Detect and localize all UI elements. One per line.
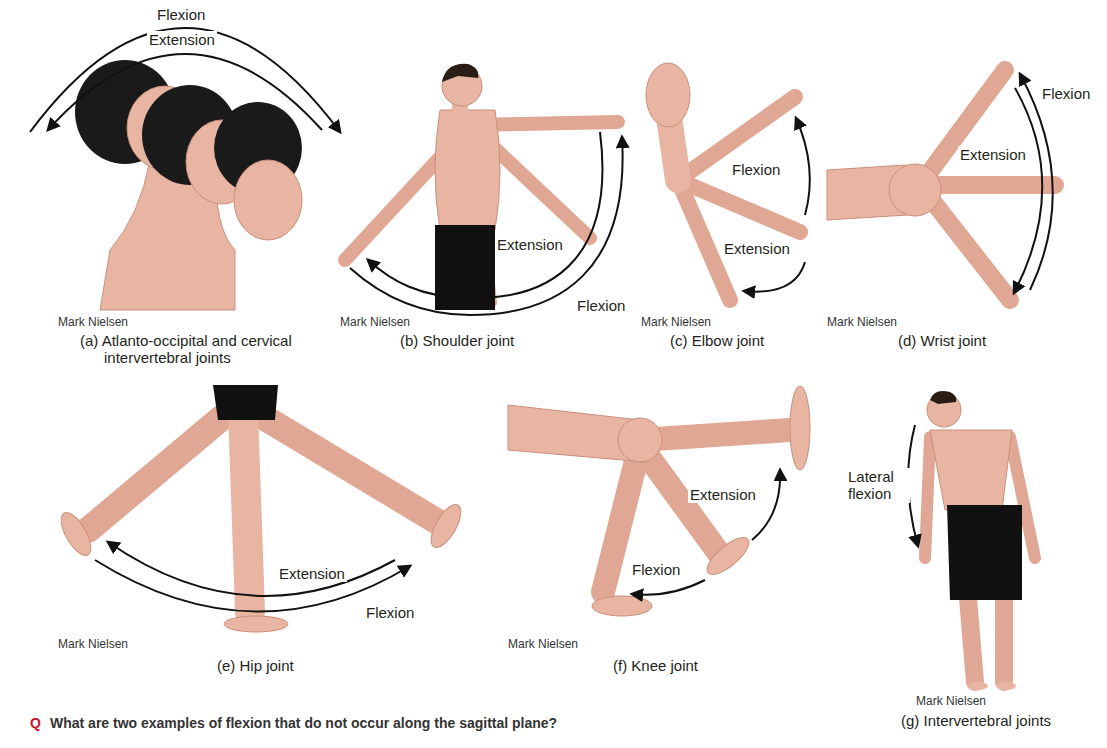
leg [968, 598, 975, 682]
foot [702, 532, 755, 581]
extension-arc [744, 262, 805, 292]
hair [442, 64, 478, 82]
knee-figure [508, 386, 810, 616]
shorts [947, 505, 1022, 600]
lower-leg [640, 430, 790, 440]
arrow-label: Flexion [730, 161, 782, 178]
arrow-label: Flexion [155, 6, 207, 23]
flexion-arc [95, 560, 410, 612]
extension-arc [752, 470, 780, 540]
arrow-label: Extension [722, 240, 792, 257]
photo-credit: Mark Nielsen [340, 316, 410, 330]
arrow-label: Extension [688, 486, 758, 503]
face-flexed [234, 160, 302, 240]
knee [618, 418, 662, 462]
photo-credit: Mark Nielsen [58, 638, 128, 652]
flexion-arc [30, 28, 340, 132]
forearm [678, 97, 795, 180]
flexion-arc [796, 118, 810, 215]
leg [88, 415, 225, 530]
hip-figure [55, 385, 466, 632]
extension-arc [368, 132, 602, 298]
arm [925, 437, 930, 558]
arrow-label: Flexion [1040, 85, 1092, 102]
shoulder-figure [345, 64, 618, 310]
wrist-figure [827, 70, 1055, 300]
arrow-label: Lateral flexion [846, 468, 910, 503]
arrow-label: Flexion [630, 561, 682, 578]
torso [435, 110, 500, 230]
question-mark: Q [30, 715, 41, 731]
foot [224, 616, 288, 632]
torso [930, 430, 1012, 510]
shoulder [646, 63, 690, 127]
photo-credit: Mark Nielsen [641, 316, 711, 330]
panel-caption: (c) Elbow joint [670, 332, 764, 349]
panel-caption: (e) Hip joint [217, 657, 294, 674]
elbow-figure [646, 63, 800, 300]
leg [995, 598, 1013, 682]
foot [425, 500, 466, 552]
extension-arc [1014, 88, 1042, 293]
palm [889, 164, 941, 216]
extension-arc [108, 542, 395, 596]
panel-caption: (d) Wrist joint [898, 332, 986, 349]
hand [920, 70, 1005, 185]
arrow-label: Extension [277, 565, 347, 582]
shorts [213, 385, 278, 420]
panel-caption: (g) Intervertebral joints [901, 712, 1051, 729]
photo-credit: Mark Nielsen [508, 638, 578, 652]
neck-figure [75, 60, 302, 310]
hair [930, 391, 956, 404]
leg [260, 415, 438, 522]
arrow-label: Extension [958, 146, 1028, 163]
panel-caption: (b) Shoulder joint [400, 332, 514, 349]
foot [55, 508, 96, 560]
foot [996, 682, 1016, 690]
extension-arc [48, 54, 322, 130]
arrow-label: Flexion [364, 604, 416, 621]
standing-leg [243, 410, 250, 612]
arrow-label: Flexion [575, 297, 627, 314]
photo-credit: Mark Nielsen [916, 695, 986, 709]
arrow-label: Extension [495, 236, 565, 253]
flexion-arc [632, 580, 705, 595]
arrow-label: Extension [147, 31, 217, 48]
standing-figure [925, 391, 1035, 690]
panel-caption: (a) Atlanto-occipital and cervical inter… [80, 332, 380, 367]
photo-credit: Mark Nielsen [58, 316, 128, 330]
foot [968, 682, 988, 690]
panel-caption: (f) Knee joint [613, 657, 698, 674]
photo-credit: Mark Nielsen [827, 316, 897, 330]
foot [790, 386, 810, 470]
flexion-arc [350, 137, 623, 315]
figure-question: What are two examples of flexion that do… [50, 715, 557, 731]
foot [592, 596, 652, 616]
